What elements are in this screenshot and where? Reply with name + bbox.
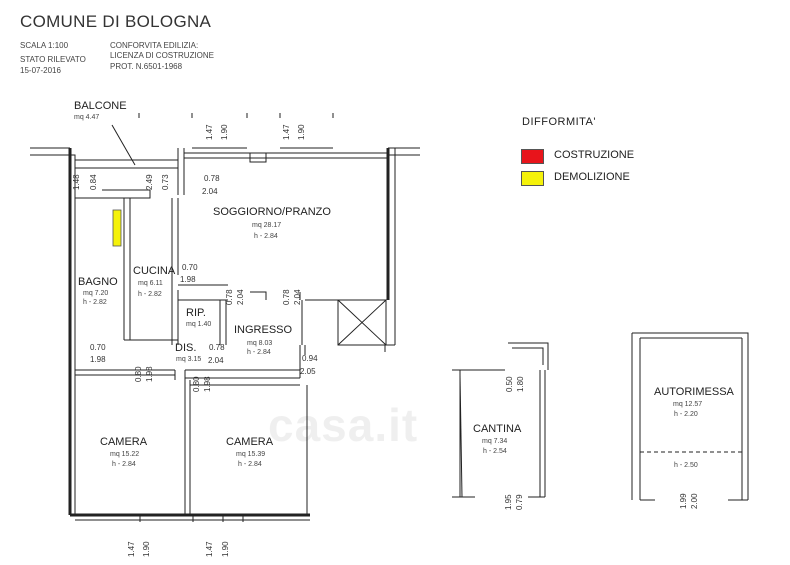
room-autorimessa-name: AUTORIMESSA bbox=[654, 386, 734, 398]
dim-cuc-w2: 1.98 bbox=[180, 275, 196, 284]
dim-sog-w1: 0.78 bbox=[204, 174, 220, 183]
dim-cam-d3: 0.80 bbox=[192, 376, 201, 392]
protocol-label: PROT. N.6501-1968 bbox=[110, 62, 183, 71]
dim-bal-4: 0.73 bbox=[161, 174, 170, 190]
demolizione-swatch bbox=[521, 171, 544, 186]
room-soggiorno-name: SOGGIORNO/PRANZO bbox=[213, 206, 331, 218]
dim-cam-d2: 1.98 bbox=[145, 366, 154, 382]
room-camera1-height: h - 2.84 bbox=[112, 461, 136, 468]
room-balcone-area: mq 4.47 bbox=[74, 114, 100, 121]
dim-can-b2: 0.79 bbox=[515, 494, 524, 510]
room-cantina-area: mq 7.34 bbox=[482, 438, 508, 445]
dim-bal-2: 0.84 bbox=[89, 174, 98, 190]
room-dis-area: mq 3.15 bbox=[176, 356, 202, 363]
dim-can-t1: 0.50 bbox=[505, 376, 514, 392]
room-cucina-name: CUCINA bbox=[133, 265, 176, 277]
dim-top-b1: 1.47 bbox=[282, 124, 291, 140]
room-autorimessa-height2: h - 2.50 bbox=[674, 462, 698, 469]
dim-bal-3: 2.49 bbox=[145, 174, 154, 190]
dim-sog-w2: 2.04 bbox=[202, 187, 218, 196]
dim-dis-w1: 0.70 bbox=[90, 343, 106, 352]
room-rip-area: mq 1.40 bbox=[186, 321, 212, 328]
costruzione-swatch bbox=[521, 149, 544, 164]
dim-mid-1: 0.78 bbox=[225, 289, 234, 305]
dim-ing-w2: 2.05 bbox=[300, 367, 316, 376]
room-cucina-height: h - 2.82 bbox=[138, 291, 162, 298]
room-ingresso-height: h - 2.84 bbox=[247, 349, 271, 356]
room-soggiorno-area: mq 28.17 bbox=[252, 222, 282, 229]
conformity-label: CONFORVITA EDILIZIA: bbox=[110, 41, 199, 50]
legend-title: DIFFORMITA' bbox=[522, 116, 596, 128]
room-soggiorno-height: h - 2.84 bbox=[254, 233, 278, 240]
dim-top-a2: 1.90 bbox=[220, 124, 229, 140]
watermark: casa.it bbox=[268, 399, 419, 451]
room-cucina-area: mq 6.11 bbox=[138, 280, 163, 287]
dim-cuc-w1: 0.70 bbox=[182, 263, 198, 272]
room-autorimessa-height: h - 2.20 bbox=[674, 411, 698, 418]
room-ingresso-name: INGRESSO bbox=[234, 324, 293, 336]
room-camera2-height: h - 2.84 bbox=[238, 461, 262, 468]
state-label: STATO RILEVATO bbox=[20, 55, 86, 64]
page-title: COMUNE DI BOLOGNA bbox=[20, 12, 212, 31]
room-balcone-name: BALCONE bbox=[74, 100, 127, 112]
demolizione-marker bbox=[112, 209, 122, 247]
room-bagno-name: BAGNO bbox=[78, 276, 118, 288]
dim-mid-2: 2.04 bbox=[236, 289, 245, 305]
room-dis-name: DIS. bbox=[175, 342, 197, 354]
dim-bal-1: 1.48 bbox=[72, 174, 81, 190]
legend-costruzione-label: COSTRUZIONE bbox=[554, 149, 635, 161]
dim-mid-3: 0.78 bbox=[282, 289, 291, 305]
dim-can-b1: 1.95 bbox=[504, 494, 513, 510]
dim-bot-a1: 1.47 bbox=[127, 541, 136, 557]
dim-aut-b1: 1.99 bbox=[679, 493, 688, 509]
room-bagno-area: mq 7.20 bbox=[83, 290, 109, 297]
dim-cam-d1: 0.80 bbox=[134, 366, 143, 382]
legend-demolizione-label: DEMOLIZIONE bbox=[554, 171, 630, 183]
room-camera2-area: mq 15.39 bbox=[236, 451, 266, 458]
dim-dis-w4: 2.04 bbox=[208, 356, 224, 365]
dim-dis-w2: 1.98 bbox=[90, 355, 106, 364]
room-bagno-height: h - 2.82 bbox=[83, 299, 107, 306]
date-label: 15-07-2016 bbox=[20, 66, 61, 75]
dim-aut-b2: 2.00 bbox=[690, 493, 699, 509]
room-camera1-area: mq 15.22 bbox=[110, 451, 140, 458]
dim-bot-b2: 1.90 bbox=[221, 541, 230, 557]
dim-mid-4: 2.04 bbox=[293, 289, 302, 305]
dim-top-a1: 1.47 bbox=[205, 124, 214, 140]
room-camera1-name: CAMERA bbox=[100, 436, 148, 448]
room-cantina-name: CANTINA bbox=[473, 423, 522, 435]
room-rip-name: RIP. bbox=[186, 307, 206, 319]
dim-top-b2: 1.90 bbox=[297, 124, 306, 140]
dim-ing-w1: 0.94 bbox=[302, 354, 318, 363]
room-cantina-height: h - 2.54 bbox=[483, 448, 507, 455]
dim-bot-b1: 1.47 bbox=[205, 541, 214, 557]
dim-dis-w3: 0.78 bbox=[209, 343, 225, 352]
room-autorimessa-area: mq 12.57 bbox=[673, 401, 703, 408]
dim-bot-a2: 1.90 bbox=[142, 541, 151, 557]
room-camera2-name: CAMERA bbox=[226, 436, 274, 448]
dim-can-t2: 1.80 bbox=[516, 376, 525, 392]
scale-label: SCALA 1:100 bbox=[20, 41, 69, 50]
room-ingresso-area: mq 8.03 bbox=[247, 340, 273, 347]
dim-cam-d4: 1.98 bbox=[203, 376, 212, 392]
license-label: LICENZA DI COSTRUZIONE bbox=[110, 51, 215, 60]
